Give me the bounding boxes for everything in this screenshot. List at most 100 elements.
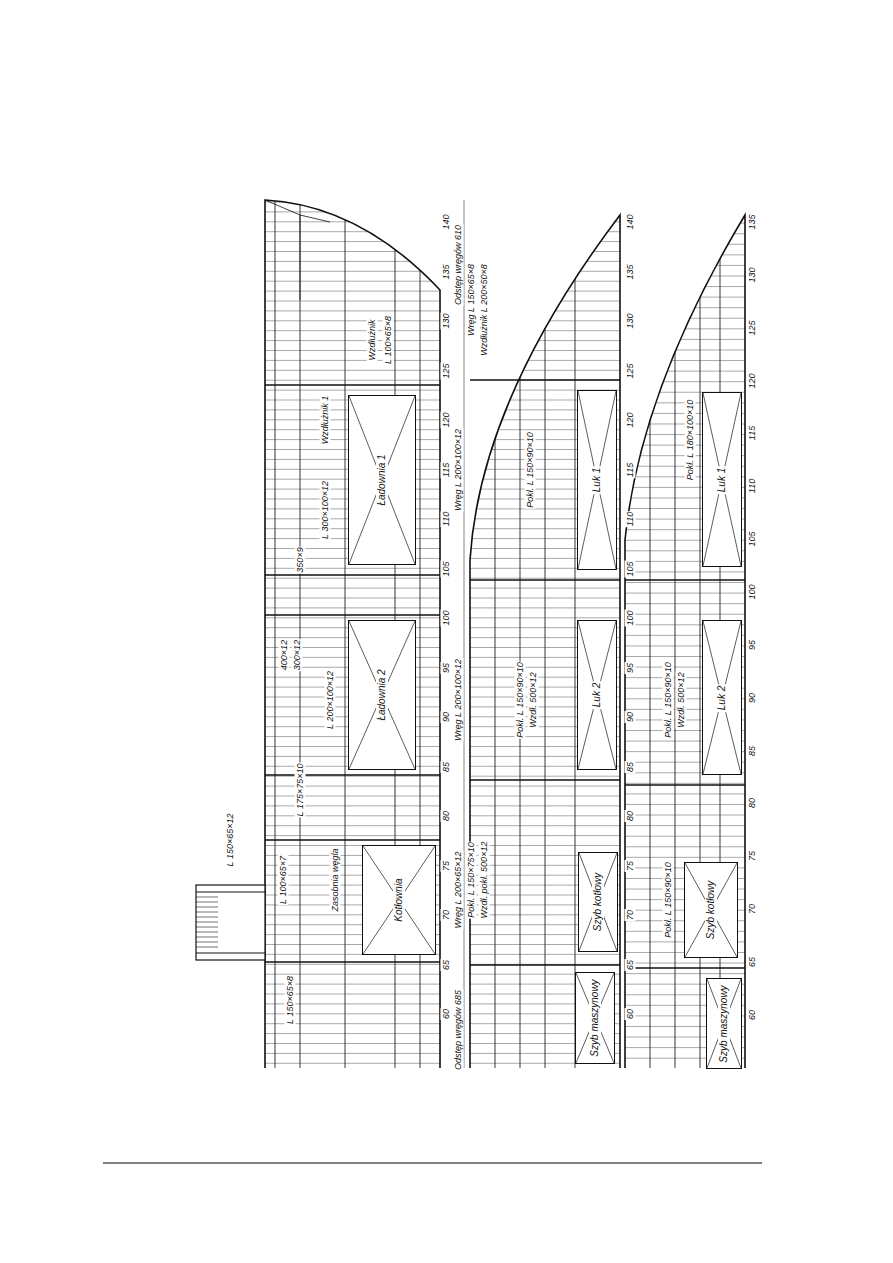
frame-number: 130 <box>747 266 758 283</box>
frame-number: 110 <box>625 511 636 527</box>
frame-line <box>265 261 440 262</box>
frame-number: 75 <box>441 859 452 871</box>
bulkheads <box>265 380 745 968</box>
hatch-diagonal <box>578 391 616 569</box>
frame-line <box>265 786 440 787</box>
frame-line <box>625 603 745 604</box>
frame-number: 135 <box>747 213 758 230</box>
frame-line <box>265 310 440 311</box>
frame-number: 90 <box>625 711 636 723</box>
box-text: Ładownia 2 <box>376 667 388 722</box>
frame-line <box>265 231 440 232</box>
frame-line <box>625 963 745 964</box>
frame-line <box>625 223 745 224</box>
space-name: Szyb kotłowy <box>705 881 717 939</box>
stringer-line <box>495 195 496 1068</box>
member-dimension: 400×12 <box>279 639 290 671</box>
space-name: Szyb kotłowy <box>592 873 604 931</box>
frame-line <box>625 846 745 847</box>
member-dimension: Wręg L 200×100×12 <box>453 428 464 512</box>
frame-line <box>265 1053 440 1054</box>
frame-number: 60 <box>441 1008 452 1020</box>
frame-line <box>625 318 745 319</box>
frame-line <box>265 588 440 589</box>
frame-line <box>625 973 745 974</box>
frame-line <box>265 568 440 569</box>
frame-line <box>265 835 440 836</box>
member-dimension: L 300×100×12 <box>320 480 331 540</box>
frame-line <box>470 380 620 381</box>
frame-number: 70 <box>441 909 452 921</box>
frame-number: 70 <box>625 909 636 921</box>
hatch-diagonal <box>579 853 617 951</box>
box-text: Ładownia 1 <box>376 452 388 507</box>
frame-number: 140 <box>441 213 452 230</box>
frame-line <box>625 307 745 308</box>
hatch-diagonal <box>707 979 741 1068</box>
frame-line <box>625 286 745 287</box>
hatch-diagonal <box>685 863 737 957</box>
frame-number: 115 <box>747 425 758 441</box>
hatch-diagonal <box>703 393 741 566</box>
frame-line <box>470 231 620 232</box>
bow-structure <box>265 200 330 300</box>
frame-number: 95 <box>747 639 758 651</box>
frame-line <box>470 291 620 292</box>
hatch-diagonal <box>707 979 741 1068</box>
member-dimension: L 175×75×10 <box>295 763 306 818</box>
frame-line <box>470 261 620 262</box>
space-name: Luk 1 <box>591 468 603 492</box>
member-dimension: L 100×65×8 <box>383 315 394 365</box>
frame-line <box>265 301 440 302</box>
frame-line <box>470 211 620 212</box>
frame-line <box>625 614 745 615</box>
frame-number: 65 <box>441 958 452 970</box>
frame-number: 70 <box>747 903 758 915</box>
space-name: Luk 2 <box>716 685 728 709</box>
hatch-diagonal <box>578 391 616 569</box>
frame-number: 75 <box>747 850 758 862</box>
frame-number: 60 <box>625 1008 636 1020</box>
frame-line <box>265 598 440 599</box>
hatch-diagonal <box>578 621 616 769</box>
hatch-diagonal <box>703 621 741 774</box>
frame-line <box>625 265 745 266</box>
frame-line <box>625 582 745 583</box>
hatch-box: Luk 1 <box>702 392 742 567</box>
frame-line <box>625 804 745 805</box>
hatch-box: Ładownia 2 <box>348 620 416 770</box>
frame-number: 130 <box>625 312 636 329</box>
frame-number: 95 <box>441 661 452 673</box>
frame-number: 80 <box>625 810 636 822</box>
stringer-line <box>520 195 521 1068</box>
hatch-diagonal <box>363 846 435 954</box>
frame-number: 115 <box>441 461 452 477</box>
funnel-stripe <box>196 912 218 913</box>
page-rule <box>103 1163 762 1164</box>
frame-number: 115 <box>625 461 636 477</box>
hatch-diagonal <box>578 621 616 769</box>
frame-number: 105 <box>747 531 758 548</box>
frame-number: 120 <box>747 372 758 389</box>
frame-line <box>625 275 745 276</box>
hatch-box: Szyb maszynowy <box>575 972 615 1064</box>
hatch-diagonal <box>703 393 741 566</box>
member-dimension: Pokł. L 150×75×10 <box>466 841 477 918</box>
frame-line <box>470 241 620 242</box>
frame-line <box>265 320 440 321</box>
frame-line <box>265 291 440 292</box>
member-dimension: Wręg L 150×65×8 <box>466 263 477 337</box>
frame-line <box>265 340 440 341</box>
frame-line <box>265 815 440 816</box>
frame-line <box>265 330 440 331</box>
frame-number: 135 <box>441 263 452 280</box>
member-dimension: Wzdł. 500×12 <box>528 671 539 728</box>
frame-number: 60 <box>747 1009 758 1021</box>
member-dimension: Odstęp wręgów 610 <box>453 224 464 306</box>
frame-line <box>470 251 620 252</box>
hatch-diagonal <box>703 621 741 774</box>
box-text: Szyb maszynowy <box>589 977 601 1058</box>
hatch-box: Szyb kotłowy <box>684 862 738 958</box>
space-name: Luk 2 <box>591 683 603 707</box>
